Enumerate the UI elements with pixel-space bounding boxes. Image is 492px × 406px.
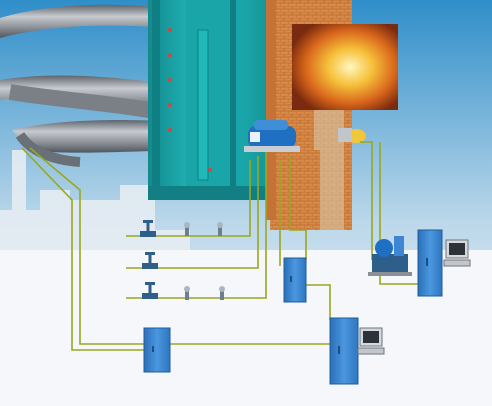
boiler-body bbox=[148, 0, 266, 200]
control-cables bbox=[21, 141, 420, 351]
sensor-icon bbox=[338, 128, 366, 143]
gate-valve-icon bbox=[140, 220, 158, 299]
sensor-icon bbox=[184, 222, 225, 300]
control-cabinet-icon bbox=[143, 229, 443, 385]
pump-station-icon bbox=[368, 236, 412, 276]
computer-workstation-icon bbox=[357, 239, 471, 355]
furnace-flame bbox=[292, 24, 398, 110]
burner-icon bbox=[244, 120, 300, 152]
